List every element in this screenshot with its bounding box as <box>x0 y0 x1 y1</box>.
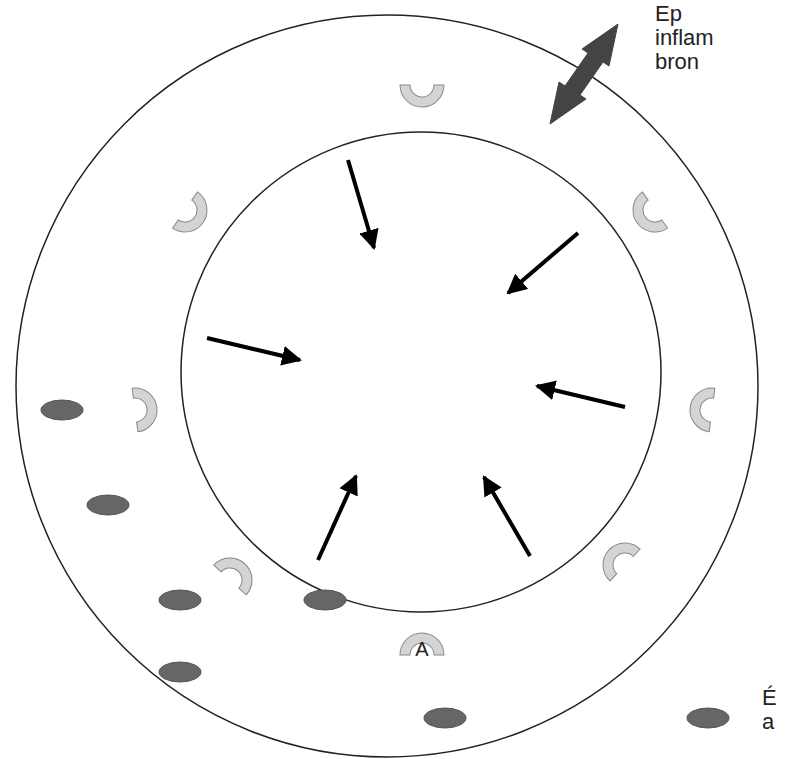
cartilage-symbol <box>687 385 715 431</box>
cartilage-symbol <box>132 385 160 432</box>
arrow-group <box>207 160 625 560</box>
note-text: É a <box>762 686 777 734</box>
cell-group <box>41 400 729 728</box>
inflammatory-cell <box>424 708 466 728</box>
narrowing-arrow <box>508 233 578 293</box>
inflammatory-cell <box>304 590 346 610</box>
narrowing-arrow <box>348 160 374 248</box>
inflammatory-cell <box>687 708 729 728</box>
inflammatory-cell <box>87 495 129 515</box>
cartilage-symbol <box>624 192 667 241</box>
narrowing-arrow <box>484 477 530 556</box>
cartilage-symbol <box>400 85 444 107</box>
callout-letter: A <box>415 638 428 660</box>
inflammatory-cell <box>159 662 201 682</box>
cartilage-symbol <box>594 534 640 581</box>
thickness-arrow <box>550 24 618 124</box>
cartilage-symbol <box>173 192 216 241</box>
lumen-border <box>181 132 661 612</box>
note-text: Ep inflam bron <box>655 2 714 75</box>
cartilage-group <box>132 85 715 655</box>
inflammatory-cell <box>159 590 201 610</box>
inflammatory-cell <box>41 400 83 420</box>
narrowing-arrow <box>537 386 625 407</box>
outer-wall <box>16 15 758 757</box>
narrowing-arrow <box>318 476 356 560</box>
narrowing-arrow <box>207 338 300 360</box>
cartilage-symbol <box>214 549 261 595</box>
